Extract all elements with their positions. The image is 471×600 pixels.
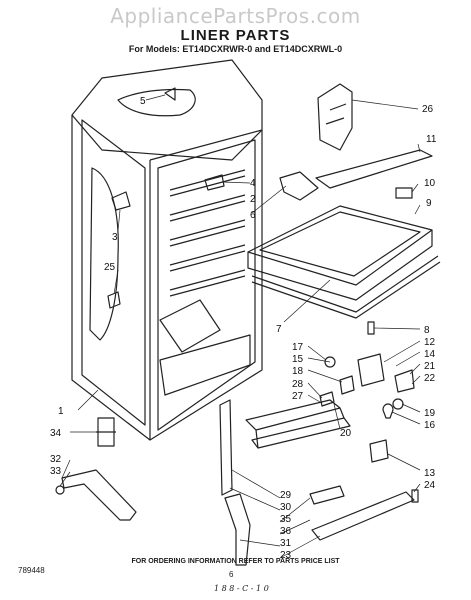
part-35-plate <box>309 485 345 505</box>
callout-22: 22 <box>424 373 436 384</box>
callout-25: 25 <box>104 262 116 273</box>
callout-36: 36 <box>280 526 292 537</box>
part-8-screw <box>367 321 375 335</box>
callout-21: 21 <box>424 361 436 372</box>
callout-17: 17 <box>292 342 304 353</box>
part-9-shelf-frame <box>247 205 441 319</box>
ordering-footer: FOR ORDERING INFORMATION REFER TO PARTS … <box>131 558 340 565</box>
callout-7: 7 <box>276 324 282 335</box>
callout-3: 3 <box>112 232 118 243</box>
part-30-rail <box>219 399 233 496</box>
callout-6: 6 <box>250 210 256 221</box>
callout-23: 23 <box>280 550 292 561</box>
callout-30: 30 <box>280 502 292 513</box>
part-27-slide <box>245 399 351 449</box>
part-33-screw <box>55 485 65 495</box>
page-number: 6 <box>229 570 234 579</box>
callout-18: 18 <box>292 366 304 377</box>
part-24-screw <box>411 489 419 503</box>
callout-32: 32 <box>50 454 62 465</box>
callout-27: 27 <box>292 391 304 402</box>
callout-8: 8 <box>424 325 430 336</box>
callout-26: 26 <box>422 104 434 115</box>
callout-35: 35 <box>280 514 292 525</box>
callout-20: 20 <box>340 428 352 439</box>
watermark: AppliancePartsPros.com <box>110 4 361 28</box>
part-11-trim <box>315 149 433 189</box>
part-18-switch <box>339 375 355 395</box>
part-34-leveler <box>96 417 116 447</box>
cabinet-liner <box>71 59 263 441</box>
part-31-rail <box>224 493 251 566</box>
callout-9: 9 <box>426 198 432 209</box>
part-25-screw <box>107 291 121 309</box>
callout-29: 29 <box>280 490 292 501</box>
part-32-hinge <box>61 469 137 521</box>
part-4-bracket <box>204 174 225 191</box>
part-22-light <box>394 369 415 393</box>
part-19-socket <box>392 398 404 410</box>
callout-1: 1 <box>58 406 64 417</box>
callout-34: 34 <box>50 428 62 439</box>
part-16-bulb <box>382 403 394 419</box>
page-title: LINER PARTS <box>180 27 291 44</box>
callout-24: 24 <box>424 480 436 491</box>
callout-12: 12 <box>424 337 436 348</box>
callout-2: 2 <box>250 194 256 205</box>
part-3-bracket <box>111 191 131 211</box>
callout-28: 28 <box>292 379 304 390</box>
part-28-clip <box>319 391 335 407</box>
part-23-bar <box>311 491 415 541</box>
callout-19: 19 <box>424 408 436 419</box>
callout-16: 16 <box>424 420 436 431</box>
handwritten-note: 1 8 8 - C - 1 0 <box>214 584 269 593</box>
part-6-bracket <box>279 171 319 201</box>
callout-33: 33 <box>50 466 62 477</box>
callout-15: 15 <box>292 354 304 365</box>
model-subtitle: For Models: ET14DCXRWR-0 and ET14DCXRWL-… <box>128 44 343 54</box>
callout-14: 14 <box>424 349 436 360</box>
reference-code: 789448 <box>18 566 45 575</box>
callout-11: 11 <box>426 134 437 145</box>
part-12-bracket <box>357 353 385 387</box>
part-13-bracket <box>369 439 389 463</box>
callout-5: 5 <box>140 96 146 107</box>
part-10-clip <box>395 187 413 199</box>
part-5-screw <box>164 87 176 101</box>
part-15-knob <box>324 356 336 368</box>
part-26-bracket <box>317 83 353 151</box>
callout-13: 13 <box>424 468 436 479</box>
callout-31: 31 <box>280 538 292 549</box>
callout-10: 10 <box>424 178 436 189</box>
callout-4: 4 <box>250 178 256 189</box>
